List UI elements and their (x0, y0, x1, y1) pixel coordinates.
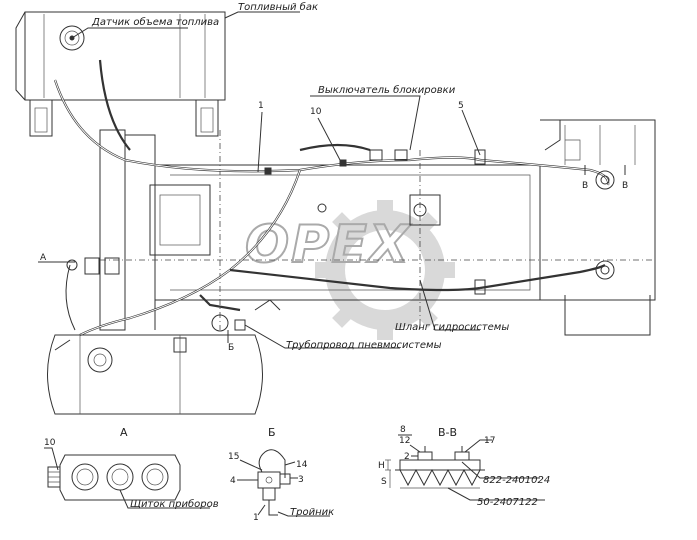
detail-a-panel (47, 454, 181, 501)
view-a-arrow: А (40, 253, 47, 263)
detail-v-callout-12: 12 (399, 436, 410, 446)
detail-v-section (385, 446, 485, 489)
lock-switch-label: Выключатель блокировки (318, 84, 456, 96)
detail-b-callout-3: 3 (298, 475, 304, 485)
detail-a-callout-10: 10 (44, 438, 56, 448)
fuel-sensor-label: Датчик объема топлива (91, 16, 219, 28)
detail-v-s: S (381, 477, 387, 487)
detail-v-callout-8: 8 (400, 425, 406, 435)
hydraulic-hose-label: Шланг гидросистемы (395, 322, 509, 333)
tee-label: Тройник (290, 507, 334, 518)
detail-v-title: В-В (438, 426, 457, 439)
detail-v-callout-2: 2 (404, 452, 410, 462)
instrument-panel-label: Щиток приборов (130, 498, 219, 510)
detail-b-callout-1: 1 (253, 513, 259, 523)
detail-a-title: А (120, 426, 128, 439)
detail-b-title: Б (268, 426, 276, 439)
detail-v-h: H (378, 461, 385, 471)
fuel-tank-label: Топливный бак (238, 1, 318, 13)
callout-10: 10 (310, 107, 322, 117)
view-v-left: В (582, 181, 588, 191)
air-receiver (47, 334, 263, 415)
detail-b-callout-4: 4 (230, 476, 236, 486)
components (66, 149, 615, 332)
part-number-a: 822-2401024 (483, 475, 550, 486)
part-number-b: 50-2407122 (477, 497, 538, 508)
detail-b-callout-15: 15 (228, 452, 239, 462)
wiring-harness (53, 59, 610, 336)
view-b-arrow: Б (228, 343, 234, 353)
watermark-text: ОРЕХ (245, 215, 412, 275)
detail-b-tee (257, 449, 291, 516)
fuel-tank (15, 11, 226, 137)
pneumatic-pipe-label: Трубопровод пневмосистемы (286, 339, 442, 351)
detail-b-callout-14: 14 (296, 460, 308, 470)
view-v-right: В (622, 181, 628, 191)
callout-5: 5 (458, 101, 464, 111)
detail-v-callout-17: 17 (484, 436, 495, 446)
callout-1: 1 (258, 101, 264, 111)
